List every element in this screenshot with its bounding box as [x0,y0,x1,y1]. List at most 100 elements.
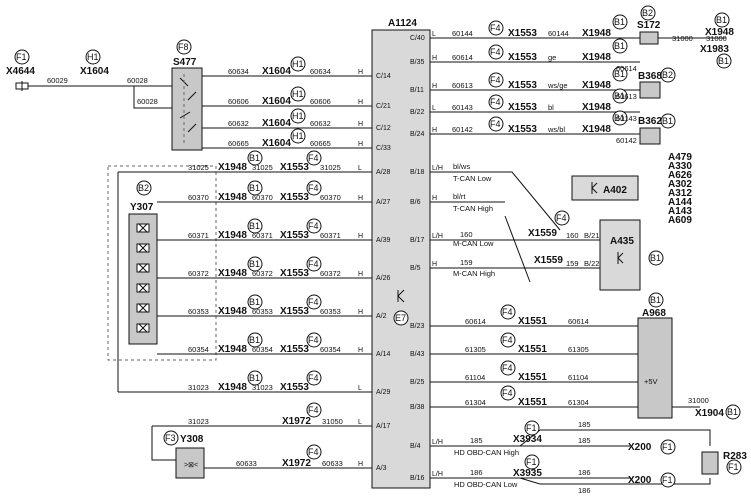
svg-text:31023: 31023 [188,383,209,392]
right-pin: B/11H [410,83,437,94]
can-module-id: A626 [668,170,692,181]
svg-text:H1: H1 [292,111,304,121]
svg-text:X1604: X1604 [262,66,291,77]
svg-text:H: H [358,99,363,106]
wire-60028-loop [133,86,172,109]
svg-text:X1551: X1551 [518,372,547,383]
svg-text:B1: B1 [650,253,661,263]
svg-text:F1: F1 [526,423,537,433]
svg-text:H: H [358,233,363,240]
svg-text:H: H [358,347,363,354]
svg-text:H: H [358,461,363,468]
svg-text:F4: F4 [308,447,319,457]
right-pin: B/23 [410,323,425,330]
svg-text:B1: B1 [650,295,661,305]
connector-mark: F4 [488,20,504,36]
connector-mark: F4 [306,218,322,234]
svg-text:C/40: C/40 [410,35,425,42]
connector-mark: F4 [306,332,322,348]
svg-text:B1: B1 [614,69,625,79]
svg-text:61104: 61104 [568,373,588,382]
svg-text:X1553: X1553 [280,162,309,173]
left-pin: C/33H [358,141,391,152]
wire-60028-label: 60028 [127,76,148,85]
switch-s477: F8 S477 [171,39,203,151]
svg-text:F4: F4 [308,335,319,345]
svg-text:X1948: X1948 [218,306,247,317]
can-module-id: A302 [668,179,692,190]
svg-text:B/24: B/24 [410,131,425,138]
wire-y308-ground [151,426,176,461]
svg-text:H: H [358,309,363,316]
connector-mark: B1 [247,256,263,272]
can-module-id: A312 [668,188,692,199]
svg-text:ws/bl: ws/bl [547,125,565,134]
svg-text:B/6: B/6 [410,199,421,206]
svg-text:A/28: A/28 [376,169,391,176]
svg-text:B1: B1 [249,335,260,345]
wire-end-label: 60142 [616,136,637,145]
connector-mark: F4 [500,332,516,348]
svg-text:Y308: Y308 [180,434,204,445]
svg-text:60144: 60144 [452,29,473,38]
svg-text:X1559: X1559 [528,228,557,239]
svg-text:H: H [358,141,363,148]
svg-text:L: L [358,165,362,172]
svg-text:B/35: B/35 [410,59,425,66]
svg-text:H1: H1 [87,52,99,62]
svg-text:X1553: X1553 [508,102,537,113]
svg-text:X200: X200 [628,475,652,486]
svg-text:H: H [358,271,363,278]
connector-mark: B1 [247,218,263,234]
svg-text:B2: B2 [138,183,149,193]
y307-coil [136,303,150,313]
right-pin: B/18L/H [410,165,443,176]
svg-text:X1553: X1553 [280,382,309,393]
svg-text:F4: F4 [556,213,567,223]
left-pin: A/39H [358,233,391,244]
connector-mark: F4 [306,370,322,386]
svg-text:B/18: B/18 [410,169,425,176]
svg-text:H: H [432,83,437,90]
obd-can-lines: 185 HD OBD-CAN High 186 HD OBD-CAN Low 1… [430,420,711,495]
y307-coil [136,323,150,333]
svg-text:60371: 60371 [320,231,341,240]
svg-text:F4: F4 [502,307,513,317]
connector-mark: F4 [306,150,322,166]
connector-mark: B1 [612,38,628,54]
left-pin: A/26H [358,271,391,282]
svg-text:X1948: X1948 [582,80,611,91]
svg-text:B1: B1 [249,259,260,269]
svg-text:60634: 60634 [310,67,331,76]
connector-x4644: F1 X4644 [6,49,35,91]
svg-text:60353: 60353 [252,307,273,316]
connector-mark: B1 [247,294,263,310]
svg-text:H: H [432,195,437,202]
svg-text:A/14: A/14 [376,351,391,358]
svg-text:A402: A402 [603,185,627,196]
svg-text:61304: 61304 [568,398,589,407]
svg-text:X1553: X1553 [280,192,309,203]
svg-text:F4: F4 [502,335,513,345]
svg-text:bl/rt: bl/rt [453,192,466,201]
svg-text:M-CAN Low: M-CAN Low [453,239,494,248]
svg-text:F3: F3 [165,433,176,443]
connector-mark: F4 [500,360,516,376]
svg-text:B1: B1 [718,56,729,66]
svg-text:61104: 61104 [465,373,485,382]
svg-text:X1948: X1948 [218,382,247,393]
svg-text:F4: F4 [308,183,319,193]
svg-text:60144: 60144 [548,29,569,38]
